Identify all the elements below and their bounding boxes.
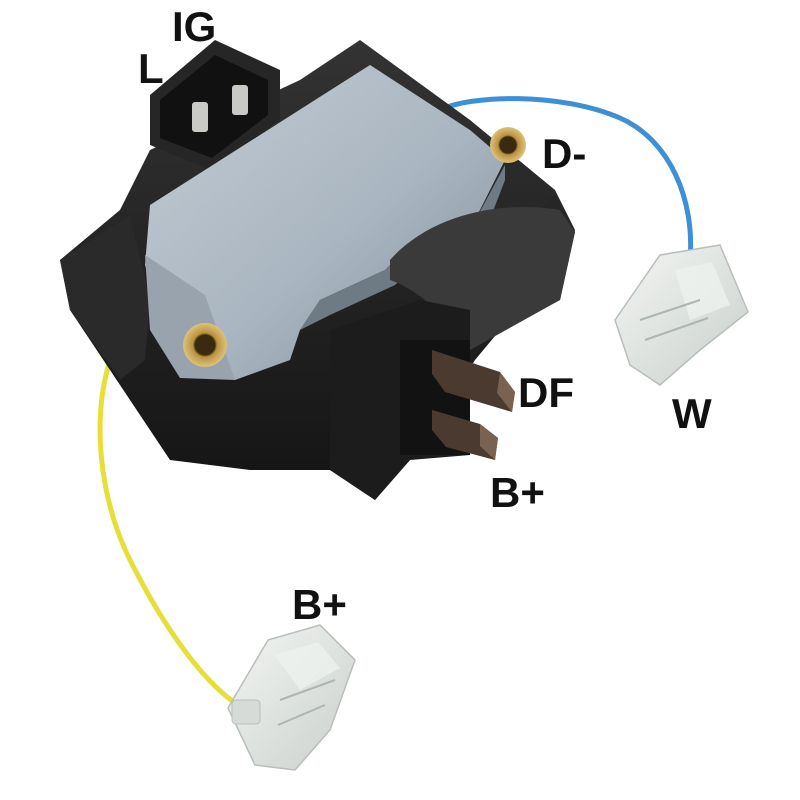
metal-cover	[145, 65, 526, 380]
terminal-pin-ig	[232, 85, 248, 115]
terminal-block-l-ig	[150, 40, 280, 170]
terminal-pin-l	[192, 102, 208, 132]
brush-df	[432, 350, 515, 412]
label-ig: IG	[172, 3, 217, 50]
brush-holder	[330, 300, 515, 500]
connector-b-plus	[227, 624, 356, 771]
blue-wire	[437, 96, 694, 263]
label-l: L	[138, 45, 164, 92]
mounting-hole-left	[183, 323, 227, 367]
label-b-plus-right: B+	[490, 469, 545, 516]
mounting-hole-right	[490, 127, 526, 163]
connector-w	[614, 244, 749, 386]
label-df: DF	[518, 369, 574, 416]
label-b-plus-bottom: B+	[292, 581, 347, 628]
label-w: W	[672, 390, 712, 437]
housing-channel	[390, 207, 575, 350]
brush-b-plus	[432, 410, 498, 460]
label-d-minus: D-	[542, 130, 587, 177]
